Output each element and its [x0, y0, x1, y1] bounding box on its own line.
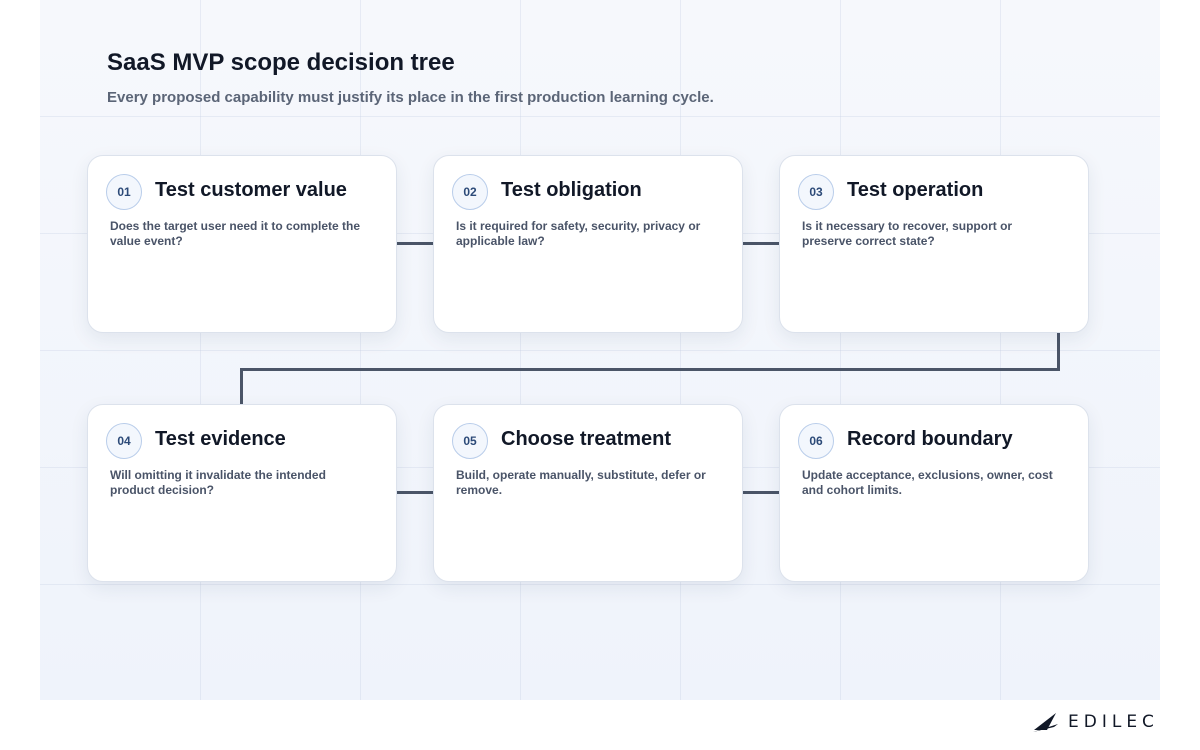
step-card-01: 01 Test customer value Does the target u…	[87, 155, 397, 333]
step-description: Build, operate manually, substitute, def…	[456, 468, 706, 497]
grid-line	[40, 116, 1160, 117]
step-number-badge: 02	[452, 174, 488, 210]
step-card-04: 04 Test evidence Will omitting it invali…	[87, 404, 397, 582]
grid-line	[40, 584, 1160, 585]
step-number-badge: 05	[452, 423, 488, 459]
connector-03-down	[1057, 333, 1060, 371]
step-description: Update acceptance, exclusions, owner, co…	[802, 468, 1053, 497]
step-number-badge: 01	[106, 174, 142, 210]
step-number-badge: 04	[106, 423, 142, 459]
step-description: Is it required for safety, security, pri…	[456, 219, 701, 248]
step-title: Test obligation	[501, 179, 642, 201]
page-subtitle: Every proposed capability must justify i…	[107, 89, 714, 106]
step-number-badge: 03	[798, 174, 834, 210]
connector-01-02	[397, 242, 434, 245]
connector-02-03	[743, 242, 780, 245]
step-title: Test operation	[847, 179, 984, 201]
connector-05-06	[743, 491, 780, 494]
step-description: Does the target user need it to complete…	[110, 219, 361, 248]
grid-line	[520, 0, 521, 700]
grid-line	[200, 0, 201, 700]
step-card-05: 05 Choose treatment Build, operate manua…	[433, 404, 743, 582]
wing-icon	[1033, 713, 1058, 732]
grid-line	[840, 0, 841, 700]
step-description: Will omitting it invalidate the intended…	[110, 468, 326, 497]
step-card-02: 02 Test obligation Is it required for sa…	[433, 155, 743, 333]
step-title: Test customer value	[155, 179, 347, 201]
step-card-06: 06 Record boundary Update acceptance, ex…	[779, 404, 1089, 582]
grid-line	[40, 350, 1160, 351]
connector-04-up	[240, 368, 243, 406]
grid-line	[360, 0, 361, 700]
step-description: Is it necessary to recover, support or p…	[802, 219, 1013, 248]
grid-line	[680, 0, 681, 700]
diagram-canvas	[40, 0, 1160, 700]
brand-logo-text: EDILEC	[1068, 712, 1159, 732]
step-title: Record boundary	[847, 428, 1013, 450]
step-number-badge: 06	[798, 423, 834, 459]
connector-03-04-horizontal	[240, 368, 1060, 371]
step-title: Test evidence	[155, 428, 286, 450]
grid-line	[1000, 0, 1001, 700]
brand-logo: EDILEC	[1032, 710, 1159, 734]
step-card-03: 03 Test operation Is it necessary to rec…	[779, 155, 1089, 333]
connector-04-05	[397, 491, 434, 494]
page-title: SaaS MVP scope decision tree	[107, 49, 455, 76]
step-title: Choose treatment	[501, 428, 672, 450]
